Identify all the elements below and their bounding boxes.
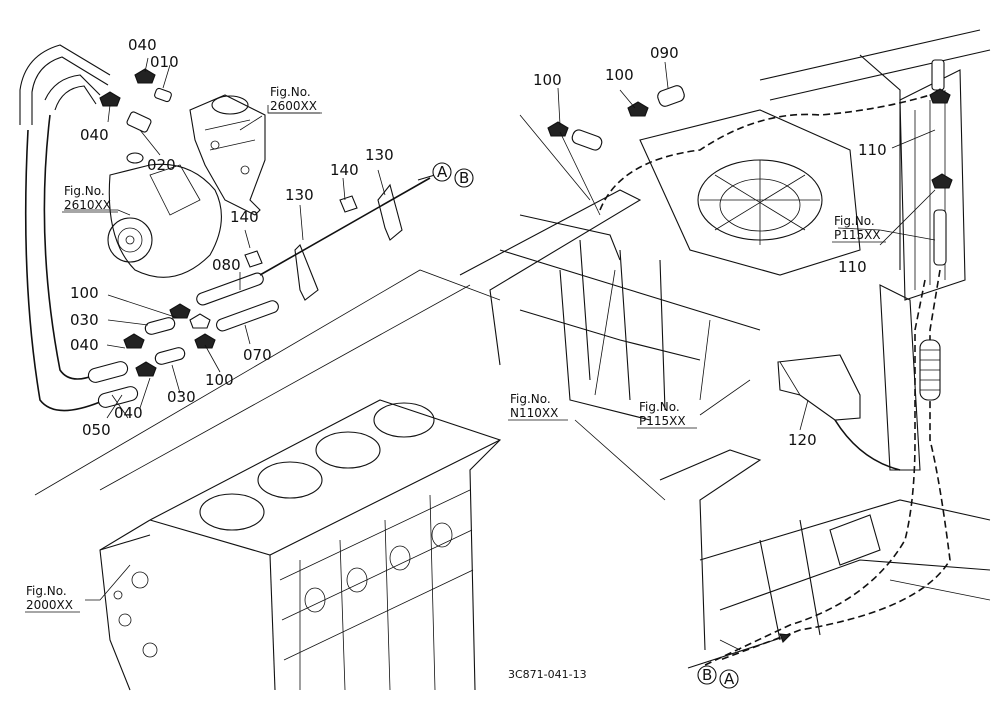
drawing-code: 3C871-041-13 xyxy=(508,668,587,681)
callout-100: 100 xyxy=(205,371,234,389)
block-leader xyxy=(34,269,501,496)
hose-route-down-a xyxy=(719,269,951,661)
callout-080: 080 xyxy=(212,256,241,274)
callout-100: 100 xyxy=(70,284,99,302)
thermostat-housing xyxy=(189,94,266,216)
connector-a-bottom: A xyxy=(719,669,739,689)
callout-140: 140 xyxy=(230,208,259,226)
figref-p115-upper: Fig.No. P115XX xyxy=(834,214,881,242)
figref-p115-lower: Fig.No. P115XX xyxy=(639,400,686,428)
svg-text:2000XX: 2000XX xyxy=(26,598,73,612)
callout-040: 040 xyxy=(70,336,99,354)
svg-text:2600XX: 2600XX xyxy=(270,99,317,113)
callout-120: 120 xyxy=(788,431,817,449)
fittings-right xyxy=(547,85,953,421)
hose-route-down-b xyxy=(704,279,926,666)
figref-n110: Fig.No. N110XX xyxy=(510,392,558,420)
fan-shroud xyxy=(639,109,861,276)
callout-100: 100 xyxy=(533,71,562,89)
callout-090: 090 xyxy=(650,44,679,62)
engine-block xyxy=(99,399,502,691)
svg-text:P115XX: P115XX xyxy=(639,414,686,428)
callout-030: 030 xyxy=(70,311,99,329)
callout-040: 040 xyxy=(80,126,109,144)
tractor-frame xyxy=(459,29,991,651)
callout-010: 010 xyxy=(150,53,179,71)
svg-text:A: A xyxy=(437,163,448,181)
svg-text:Fig.No.: Fig.No. xyxy=(64,184,105,198)
figref-2610: Fig.No. 2610XX xyxy=(64,184,111,212)
hose-120 xyxy=(834,419,901,471)
water-pump xyxy=(107,152,222,278)
svg-text:N110XX: N110XX xyxy=(510,406,558,420)
svg-text:2610XX: 2610XX xyxy=(64,198,111,212)
callout-130: 130 xyxy=(365,146,394,164)
figref-2000: Fig.No. 2000XX xyxy=(26,584,73,612)
callout-020: 020 xyxy=(147,156,176,174)
svg-text:B: B xyxy=(459,169,469,187)
svg-text:Fig.No.: Fig.No. xyxy=(834,214,875,228)
leader-lines xyxy=(64,57,936,601)
callout-040: 040 xyxy=(128,36,157,54)
callout-130: 130 xyxy=(285,186,314,204)
svg-text:Fig.No.: Fig.No. xyxy=(639,400,680,414)
callout-050: 050 xyxy=(82,421,111,439)
svg-text:B: B xyxy=(702,666,712,684)
svg-text:A: A xyxy=(724,670,735,688)
svg-text:P115XX: P115XX xyxy=(834,228,881,242)
connector-b-top: B xyxy=(454,168,474,188)
callout-070: 070 xyxy=(243,346,272,364)
arrow-line-bottom xyxy=(687,634,791,669)
figref-underlines xyxy=(25,112,886,613)
heater-hoses-left xyxy=(19,44,111,412)
callout-030: 030 xyxy=(167,388,196,406)
route-line-ab xyxy=(259,177,431,276)
connector-a-top: A xyxy=(432,162,452,182)
callout-110: 110 xyxy=(838,258,867,276)
callout-140: 140 xyxy=(330,161,359,179)
arrow-tip-bottom xyxy=(779,633,792,643)
callout-040: 040 xyxy=(114,404,143,422)
figref-2600: Fig.No. 2600XX xyxy=(270,85,317,113)
callout-100: 100 xyxy=(605,66,634,84)
svg-text:Fig.No.: Fig.No. xyxy=(270,85,311,99)
svg-text:Fig.No.: Fig.No. xyxy=(510,392,551,406)
svg-text:Fig.No.: Fig.No. xyxy=(26,584,67,598)
radiator-right xyxy=(899,59,966,301)
connector-b-bottom: B xyxy=(697,665,717,685)
callout-110: 110 xyxy=(858,141,887,159)
fittings-left xyxy=(87,68,403,408)
